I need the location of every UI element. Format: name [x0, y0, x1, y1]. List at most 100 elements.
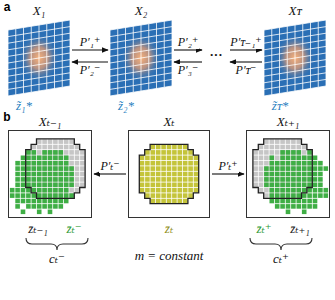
pixel-cell	[318, 183, 323, 188]
pixel-cell	[259, 150, 264, 155]
pixel-cell	[48, 166, 53, 171]
pixel-cell	[26, 161, 31, 166]
state-box: Xₜ₊₁	[246, 130, 330, 218]
math-label: z̃ᴛ*	[272, 99, 289, 113]
pixel-cell	[302, 210, 307, 215]
math-label: z̄ₜ⁻	[66, 222, 81, 236]
pixel-cell	[42, 145, 47, 150]
pixel-cell	[64, 177, 69, 182]
pixel-cell	[48, 177, 53, 182]
pixel-cell	[151, 177, 156, 182]
pixel-cell	[253, 183, 258, 188]
pixel-cell	[75, 172, 80, 177]
pixel-cell	[59, 204, 64, 209]
math-label: z̄ₜ⁺	[256, 222, 271, 236]
pixel-cell	[69, 172, 74, 177]
pixel-cell	[161, 150, 166, 155]
pixel-cell	[69, 150, 74, 155]
pixel-cell	[48, 183, 53, 188]
pixel-cell	[270, 145, 275, 150]
pixel-cell	[156, 150, 161, 155]
pixel-cell	[264, 177, 269, 182]
operator-label: P′ᴛ₋₁⁺	[229, 36, 262, 49]
pixel-cell	[42, 166, 47, 171]
pixel-cell	[42, 139, 47, 144]
pixel-cell	[302, 183, 307, 188]
pixel-cell	[302, 193, 307, 198]
pixel-cell	[161, 166, 166, 171]
pixel-cell	[21, 156, 26, 161]
pixel-cell	[59, 188, 64, 193]
pixel-cell	[42, 172, 47, 177]
pixel-cell	[307, 183, 312, 188]
pixel-cell	[280, 183, 285, 188]
curly-brace	[250, 238, 312, 250]
pixel-cell	[302, 188, 307, 193]
pixel-cell	[42, 188, 47, 193]
transition-arrow	[174, 49, 202, 50]
pixel-cell	[286, 166, 291, 171]
pixel-cell	[286, 172, 291, 177]
pixel-cell	[10, 188, 15, 193]
pixel-cell	[32, 183, 37, 188]
pixel-cell	[156, 145, 161, 150]
pixel-cell	[291, 150, 296, 155]
pixel-cell	[318, 161, 323, 166]
pixel-cell	[297, 199, 302, 204]
pixel-cell	[53, 145, 58, 150]
pixel-cell	[178, 145, 183, 150]
pixel-cell	[59, 161, 64, 166]
pixel-cell	[42, 183, 47, 188]
pixel-cell	[161, 183, 166, 188]
pixel-cell	[69, 177, 74, 182]
pixel-cell	[313, 177, 318, 182]
pixel-cell	[42, 177, 47, 182]
pixel-cell	[302, 188, 307, 193]
pixel-cell	[291, 161, 296, 166]
pixel-cell	[270, 166, 275, 171]
pixel-cell	[275, 172, 280, 177]
pixel-cell	[21, 210, 26, 215]
pixel-cell	[151, 172, 156, 177]
pixel-cell	[156, 172, 161, 177]
pixel-cell	[302, 145, 307, 150]
pixel-cell	[59, 177, 64, 182]
pixel-cell	[48, 139, 53, 144]
pixel-cell	[286, 172, 291, 177]
pixel-cell	[48, 172, 53, 177]
pixel-cell	[42, 172, 47, 177]
pixel-cell	[194, 183, 199, 188]
pixel-cell	[42, 156, 47, 161]
pixel-cell	[59, 139, 64, 144]
pixel-cell	[75, 150, 80, 155]
pixel-cell	[307, 172, 312, 177]
pixel-cell	[280, 161, 285, 166]
transition-arrow	[174, 61, 202, 62]
pixel-cell	[53, 150, 58, 155]
pixel-cell	[37, 172, 42, 177]
pixel-cell	[286, 188, 291, 193]
pixel-cell	[178, 166, 183, 171]
pixel-cell	[280, 161, 285, 166]
pixel-cell	[42, 188, 47, 193]
pixel-illustration	[9, 131, 93, 219]
pixel-cell	[286, 166, 291, 171]
pixel-cell	[140, 177, 145, 182]
pixel-cell	[291, 156, 296, 161]
pixel-cell	[80, 150, 85, 155]
pixel-cell	[280, 166, 285, 171]
pixel-cell	[64, 188, 69, 193]
pixel-cell	[53, 166, 58, 171]
math-label: z̃₂*	[118, 99, 134, 113]
pixel-cell	[302, 204, 307, 209]
pixel-cell	[172, 156, 177, 161]
pixel-cell	[188, 183, 193, 188]
pixel-cell	[183, 188, 188, 193]
pixel-cell	[32, 161, 37, 166]
pixel-cell	[302, 172, 307, 177]
pixel-cell	[307, 161, 312, 166]
pixel-cell	[188, 150, 193, 155]
pixel-cell	[286, 193, 291, 198]
pixel-cell	[80, 172, 85, 177]
math-label: z̄ₜ₊₁	[290, 222, 310, 236]
